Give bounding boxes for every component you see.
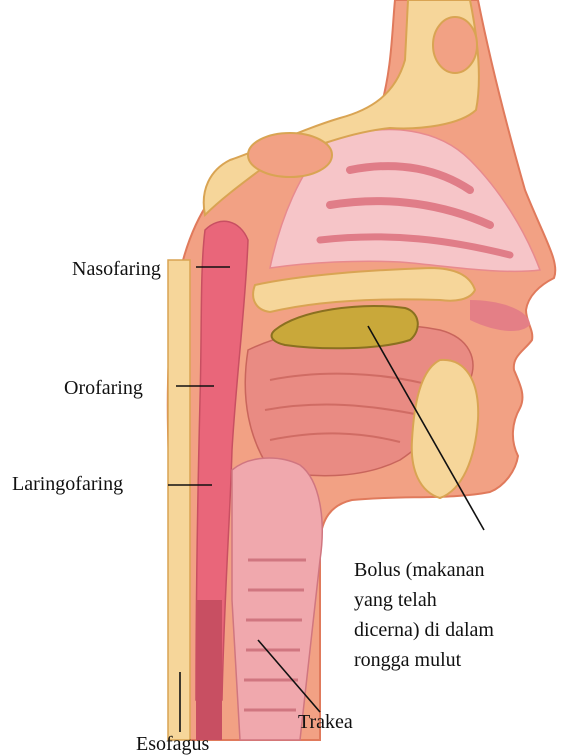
label-bolus-line-2: yang telah [354, 585, 569, 615]
label-bolus-line-3: dicerna) di dalam [354, 615, 569, 645]
esophagus [196, 600, 222, 740]
label-bolus-line-4: rongga mulut [354, 645, 569, 675]
label-esofagus: Esofagus [136, 734, 209, 754]
label-nasofaring: Nasofaring [72, 259, 161, 279]
label-orofaring: Orofaring [64, 378, 143, 398]
label-laringofaring: Laringofaring [12, 474, 123, 494]
cervical-spine [168, 260, 190, 740]
label-bolus: Bolus (makanan yang telah dicerna) di da… [354, 555, 569, 675]
frontal-sinus [433, 17, 477, 73]
label-bolus-line-1: Bolus (makanan [354, 555, 569, 585]
label-trakea: Trakea [298, 712, 353, 732]
sphenoid-sinus [248, 133, 332, 177]
